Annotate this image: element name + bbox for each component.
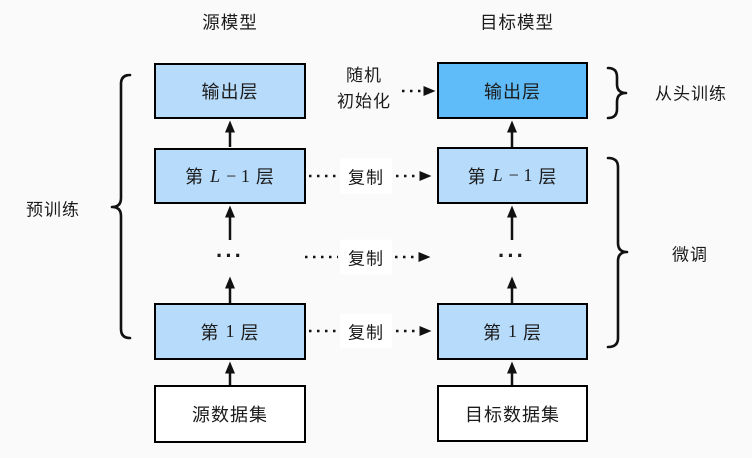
target-output-layer-box: 输出层 [437,62,588,119]
source-output-layer-box: 输出层 [154,63,306,119]
brace-pretrain [110,73,132,340]
layer-label-pre: 第 [185,167,205,187]
layer-label-rest: − 1 [508,165,533,185]
target-dataset-label: 目标数据集 [465,404,560,425]
copy-label-layerL1: 复制 [340,158,392,194]
layer-label-rest: − 1 [226,165,250,186]
layer-label-suf: 层 [538,166,558,187]
layer-label-pre: 第 [483,322,502,343]
source-dataset-label: 源数据集 [192,405,268,425]
target-output-layer-label: 输出层 [484,81,541,102]
layer-label-num: 1 [508,321,517,341]
target-layer-L-minus-1-box: 第 L − 1 层 [437,147,588,204]
source-layer-L-minus-1-box: 第 L − 1 层 [154,148,306,204]
layer-label-suf: 层 [255,167,275,187]
finetune-label: 微调 [672,245,708,265]
target-model-title: 目标模型 [480,12,554,33]
source-hidden-layers-ellipsis: ··· [216,243,244,268]
source-layer-1-box: 第 1 层 [154,303,306,360]
pretrain-label: 预训练 [26,200,80,220]
source-output-layer-label: 输出层 [201,82,259,102]
brace-finetune [606,156,629,349]
random-init-line1: 随机 [346,66,382,85]
layer-label-suf: 层 [523,322,542,343]
copy-label-layer1: 复制 [340,313,392,349]
layer-label-pre: 第 [467,166,487,187]
layer-label-pre: 第 [200,322,220,343]
layer-label-num: 1 [225,321,235,341]
layer-label-var: L [492,165,503,185]
braces [110,66,629,349]
target-hidden-layers-ellipsis: ··· [498,243,526,268]
target-layer-1-box: 第 1 层 [437,303,588,360]
copy-connectors [305,86,436,336]
layer-label-var: L [210,165,221,186]
brace-train-from-scratch [606,66,628,120]
random-init-label: 随机 初始化 [337,63,391,115]
layer-label-suf: 层 [240,322,260,343]
source-dataset-box: 源数据集 [154,385,306,443]
train-from-scratch-label: 从头训练 [655,84,727,104]
random-init-line2: 初始化 [337,92,391,111]
copy-label-ellipsis: 复制 [340,239,392,275]
source-model-title: 源模型 [202,12,258,33]
target-dataset-box: 目标数据集 [437,385,588,442]
